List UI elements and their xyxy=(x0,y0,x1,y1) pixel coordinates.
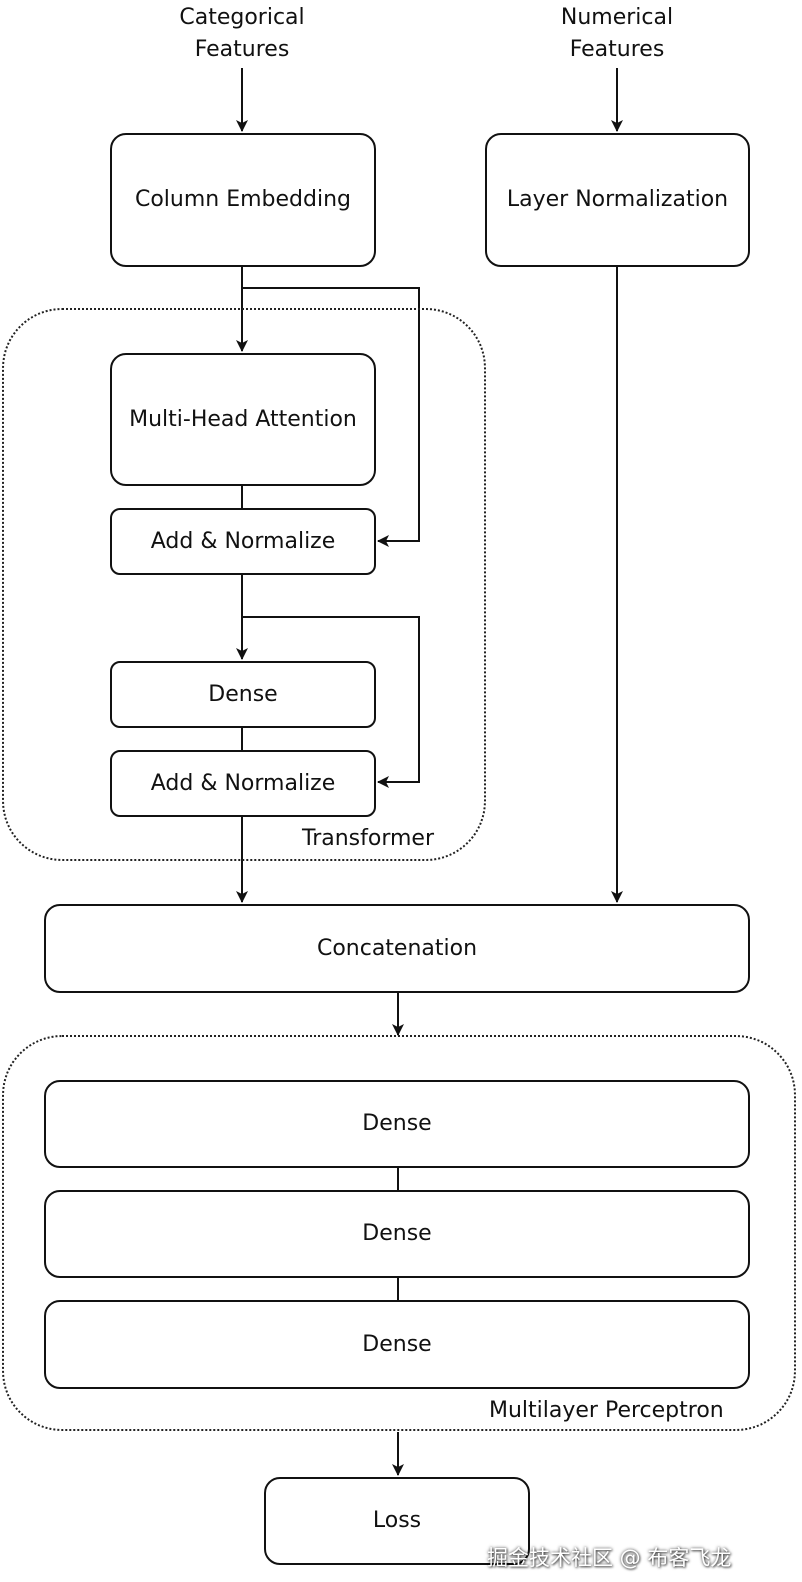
residual-arrow-2 xyxy=(242,616,420,788)
layer-normalization-block: Layer Normalization xyxy=(485,133,750,267)
residual-arrow-1 xyxy=(242,287,420,547)
multi-head-attention-block: Multi-Head Attention xyxy=(110,353,376,486)
add-normalize-block-2: Add & Normalize xyxy=(110,750,376,817)
numerical-label-line-1: Numerical xyxy=(560,5,674,30)
mlp-dense-block-3: Dense xyxy=(44,1300,750,1389)
mlp-group-label: Multilayer Perceptron xyxy=(489,1398,724,1423)
categorical-label-line-2: Features xyxy=(194,37,290,62)
loss-block: Loss xyxy=(264,1477,530,1565)
column-embedding-block: Column Embedding xyxy=(110,133,376,267)
mlp-dense-block-2: Dense xyxy=(44,1190,750,1278)
mlp-group xyxy=(2,1035,796,1431)
watermark-text: 掘金技术社区 @ 布客飞龙 xyxy=(487,1546,732,1570)
mlp-dense-block-1: Dense xyxy=(44,1080,750,1168)
transformer-group-label: Transformer xyxy=(302,826,435,851)
add-normalize-block-1: Add & Normalize xyxy=(110,508,376,575)
dense-block-transformer: Dense xyxy=(110,661,376,728)
transformer-group xyxy=(2,308,486,861)
numerical-features-label: Numerical Features xyxy=(517,2,717,66)
numerical-label-line-2: Features xyxy=(569,37,665,62)
categorical-features-label: Categorical Features xyxy=(142,2,342,66)
categorical-label-line-1: Categorical xyxy=(179,5,305,30)
concatenation-block: Concatenation xyxy=(44,904,750,993)
